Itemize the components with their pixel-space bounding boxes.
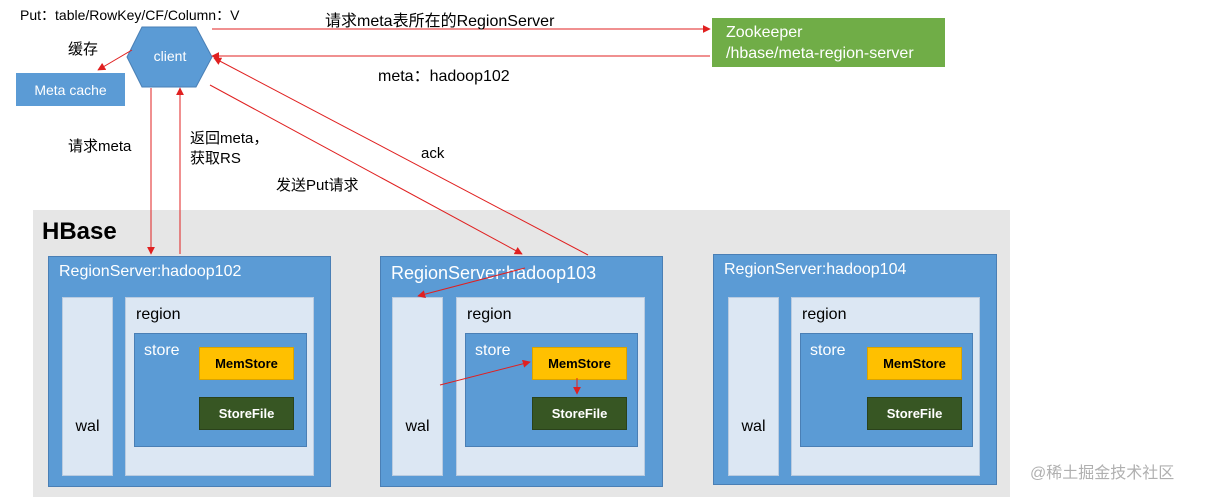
storefile-box: StoreFile [867,397,962,430]
meta-cache-box: Meta cache [16,73,125,106]
return-meta-label-line1: 返回meta， [190,130,269,147]
wal-label: wal [75,418,100,435]
wal-box: wal [392,297,443,476]
store-label: store [144,342,180,359]
watermark: @稀土掘金技术社区 [1030,465,1175,482]
region-label: region [136,306,181,323]
memstore-box: MemStore [532,347,627,380]
regionserver-hadoop103: RegionServer:hadoop103 wal region store … [380,256,663,487]
store-label: store [810,342,846,359]
storefile-box: StoreFile [532,397,627,430]
cache-label: 缓存 [68,41,99,58]
arrow-to-wal [417,267,526,299]
store-box: store MemStore StoreFile [800,333,973,447]
region-box: region store MemStore StoreFile [125,297,314,476]
arrow-client-to-metacache [97,49,133,71]
regionserver-hadoop102: RegionServer:hadoop102 wal region store … [48,256,331,487]
send-put-label: 发送Put请求 [276,177,359,194]
store-label: store [475,342,511,359]
store-box: store MemStore StoreFile [134,333,307,447]
regionserver-title: RegionServer:hadoop102 [59,263,242,280]
hbase-title: HBase [42,218,117,245]
ack-label: ack [421,145,445,162]
region-label: region [467,306,512,323]
wal-label: wal [405,418,430,435]
client-node [126,26,213,88]
return-meta-label-line2: 获取RS [190,150,241,167]
store-box: store MemStore StoreFile [465,333,638,447]
request-meta-label: 请求meta [68,138,132,155]
zookeeper-title: Zookeeper [726,24,803,41]
request-meta-regionserver-label: 请求meta表所在的RegionServer [325,13,555,30]
client-label: client [153,48,187,64]
regionserver-title: RegionServer:hadoop104 [724,261,907,278]
region-box: region store MemStore StoreFile [456,297,645,476]
wal-box: wal [62,297,113,476]
region-box: region store MemStore StoreFile [791,297,980,476]
memstore-box: MemStore [199,347,294,380]
zookeeper-path: /hbase/meta-region-server [726,45,914,62]
wal-label: wal [741,418,766,435]
regionserver-hadoop104: RegionServer:hadoop104 wal region store … [713,254,997,485]
regionserver-title: RegionServer:hadoop103 [391,263,597,283]
wal-box: wal [728,297,779,476]
storefile-box: StoreFile [199,397,294,430]
meta-response-label: meta：hadoop102 [378,68,510,85]
arrow-wal-to-memstore [439,359,531,386]
arrow-ack [213,57,589,256]
memstore-box: MemStore [867,347,962,380]
region-label: region [802,306,847,323]
arrow-send-put [209,84,523,255]
zookeeper-box: Zookeeper /hbase/meta-region-server [712,18,945,67]
put-command-label: Put：table/RowKey/CF/Column：V [20,7,240,23]
